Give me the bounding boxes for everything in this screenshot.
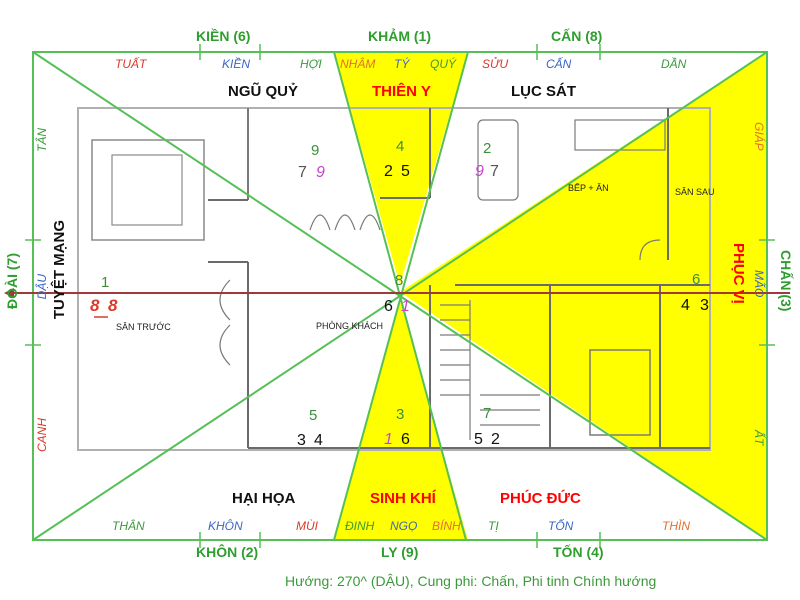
star-center-top: 8: [395, 272, 404, 289]
mountain-label-at: ẤT: [752, 430, 766, 446]
palace-label-ngu-quy: NGŨ QUỶ: [228, 83, 299, 100]
star-sw-left: 3: [297, 432, 306, 449]
mountain-label-dan: DẦN: [661, 57, 687, 71]
star-w-top: 1: [101, 274, 110, 291]
star-w-right: 8: [108, 296, 118, 315]
mountain-label-ti: TỊ: [488, 519, 499, 533]
mountain-label-canh: CANH: [35, 418, 49, 453]
star-s-top: 3: [396, 406, 405, 423]
star-center-left: 6: [384, 298, 393, 315]
direction-axis: [4, 288, 790, 318]
mountain-label-thin: THÌN: [662, 519, 690, 533]
sector-south-yellow: [334, 300, 468, 540]
mountain-label-tan: TÂN: [35, 128, 49, 152]
palace-label-luc-sat: LỤC SÁT: [511, 83, 576, 100]
mountain-label-khon: KHÔN: [208, 519, 243, 533]
direction-label-khon: KHÔN (2): [196, 544, 259, 560]
mountain-label-can: CẤN: [546, 57, 572, 71]
palace-label-hai-hoa: HẠI HỌA: [232, 490, 296, 507]
palace-label-phuc-duc: PHÚC ĐỨC: [500, 490, 581, 507]
direction-label-kham: KHẢM (1): [368, 28, 431, 44]
mountain-label-ty: TÝ: [394, 57, 410, 71]
mountain-label-binh: BÍNH: [432, 519, 461, 533]
star-s-left: 1: [384, 431, 393, 448]
palace-label-tuyet-mang: TUYỆT MẠNG: [51, 220, 68, 320]
direction-label-kien: KIỀN (6): [196, 28, 251, 44]
star-sw-top: 5: [309, 407, 318, 424]
mountain-label-dinh: ĐINH: [345, 519, 375, 533]
house-plan: [77, 107, 711, 451]
star-nw-top: 9: [311, 142, 320, 159]
star-e-top: 6: [692, 271, 701, 288]
direction-label-ly: LY (9): [381, 544, 419, 560]
direction-label-doai: ĐOÀI (7): [4, 253, 20, 309]
grid-lines: [32, 51, 768, 541]
star-ne-top: 2: [483, 140, 492, 157]
mountain-label-suu: SỬU: [482, 57, 509, 71]
direction-label-ton: TỐN (4): [553, 544, 604, 560]
star-e-left: 4: [681, 297, 690, 314]
palace-label-thien-y: THIÊN Y: [372, 83, 431, 100]
star-n-left: 2: [384, 163, 393, 180]
star-center-right: 1: [401, 298, 410, 315]
room-label-san-truoc: SÂN TRƯỚC: [116, 322, 171, 332]
mountain-label-hoi: HỢI: [300, 57, 322, 71]
star-ne-right: 7: [490, 163, 499, 180]
star-sw-right: 4: [314, 432, 323, 449]
sector-north-yellow: [334, 52, 468, 285]
mountain-label-tuat: TUẤT: [115, 57, 147, 71]
star-w-left: 8: [90, 296, 100, 315]
star-se-top: 7: [483, 405, 492, 422]
direction-label-can: CẤN (8): [551, 28, 603, 44]
mountain-label-quy: QUÝ: [430, 57, 457, 71]
palace-label-sinh-khi: SINH KHÍ: [370, 490, 436, 507]
room-label-phong-khach: PHÒNG KHÁCH: [316, 321, 384, 331]
star-n-right: 5: [401, 163, 410, 180]
star-s-right: 6: [401, 431, 410, 448]
mountain-label-ton: TỐN: [548, 519, 574, 533]
mountain-label-than: THÂN: [112, 519, 145, 533]
room-label-san-sau: SÂN SAU: [675, 187, 715, 197]
sector-east-yellow: [400, 52, 767, 540]
mountain-label-ngo: NGỌ: [390, 519, 418, 533]
mountain-label-nham: NHÂM: [340, 57, 376, 71]
sector-ticks: [25, 44, 775, 548]
caption: Hướng: 270^ (DẬU), Cung phi: Chấn, Phi t…: [285, 573, 657, 589]
mountain-label-giap: GIÁP: [752, 122, 766, 151]
star-ne-left: 9: [475, 163, 484, 180]
mountain-label-mao: MÃO: [752, 270, 766, 298]
mountain-label-kien: KIỀN: [222, 57, 251, 71]
star-se-left: 5: [474, 431, 483, 448]
mountain-label-mui: MÙI: [296, 519, 318, 533]
star-e-right: 3: [700, 297, 709, 314]
room-label-bep-an: BẾP + ĂN: [568, 183, 609, 193]
mountain-label-dau: DẬU: [35, 274, 49, 300]
star-se-right: 2: [491, 431, 500, 448]
palace-label-phuc-vi: PHỤC VỊ: [730, 243, 747, 304]
star-nw-left: 7: [298, 164, 307, 181]
star-n-top: 4: [396, 138, 405, 155]
star-nw-right: 9: [316, 164, 325, 181]
direction-label-chan: CHẤN (3): [778, 250, 794, 312]
